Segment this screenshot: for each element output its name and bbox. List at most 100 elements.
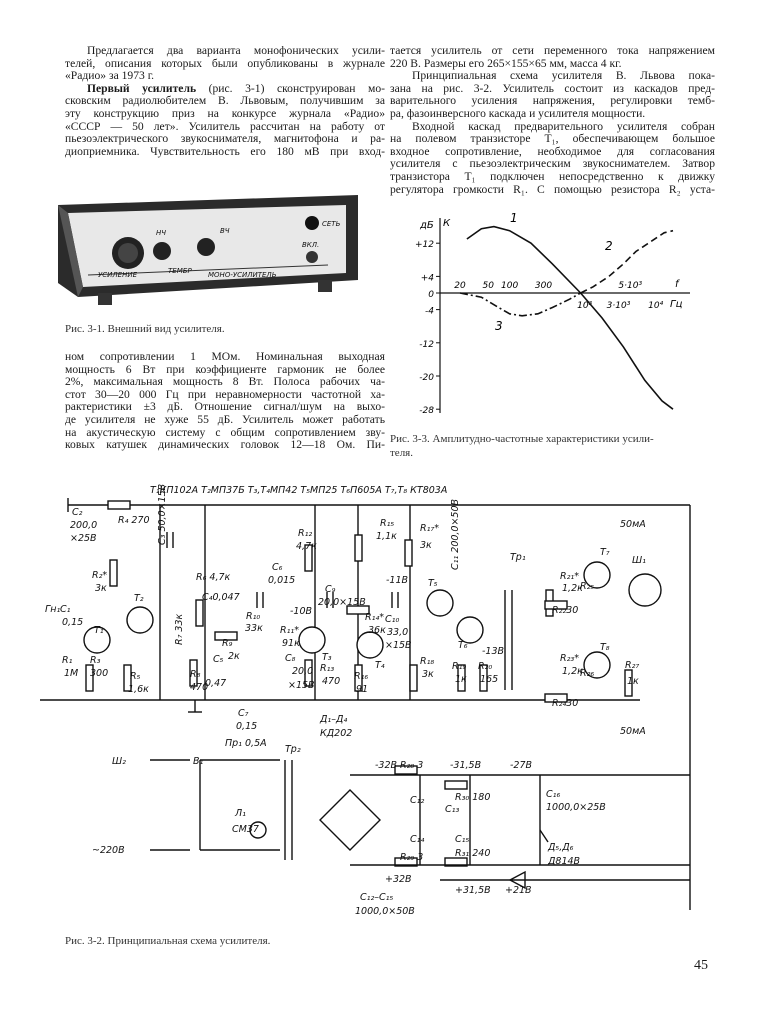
schematic-label: T₂ xyxy=(134,593,144,604)
schematic-label: 1,6к xyxy=(128,684,149,695)
schematic-label: T₁КП102А T₂МП37Б T₃,T₄МП42 T₅МП25 T₆П605… xyxy=(150,485,447,496)
schematic-label: C₁₂ xyxy=(410,795,424,806)
schematic-label: 1000,0×25В xyxy=(546,802,606,813)
schematic-label: -31,5В xyxy=(450,760,481,771)
photo-label: УСИЛЕНИЕ xyxy=(98,271,138,279)
schematic-label: T₇ xyxy=(600,547,610,558)
x-axis-label-hz: Гц xyxy=(670,299,683,310)
schematic-label: T₅ xyxy=(428,578,438,589)
schematic-label: R₅ xyxy=(130,671,141,682)
schematic-label: 0,15 xyxy=(62,617,83,628)
schematic-label: 3к xyxy=(420,540,432,551)
text-line: транзистора T₁ подключен непосредственно… xyxy=(390,170,715,183)
schematic-label: Ш₁ xyxy=(632,555,646,566)
schematic-label: R₁₉ xyxy=(452,661,466,672)
x-tick-label: 100 xyxy=(501,281,518,291)
schematic-label: R₂₁* xyxy=(560,571,579,582)
y-tick-label: +4 xyxy=(421,273,435,283)
schematic-label: 50мА xyxy=(620,726,646,737)
schematic-label: R₂₄30 xyxy=(552,698,578,709)
schematic-wiring xyxy=(40,498,691,910)
schematic-label: C₁₃ xyxy=(445,804,459,815)
x-axis-label-f: f xyxy=(675,279,680,290)
schematic-label: R₂₀ xyxy=(478,661,492,672)
photo-label: МОНО-УСИЛИТЕЛЬ xyxy=(208,271,277,279)
photo-label: ВКЛ. xyxy=(302,241,319,249)
schematic-label: 91 xyxy=(356,684,368,695)
schematic-label: Д₅,Д₆ xyxy=(547,842,574,853)
text-line: рактеристики ±3 дБ. Отношение сигнал/шум… xyxy=(65,401,385,414)
schematic-label: R₈ xyxy=(190,669,201,680)
schematic-label: 20,0 xyxy=(292,666,313,677)
schematic-label: -27В xyxy=(510,760,532,771)
schematic-label: R₁₂ xyxy=(298,528,312,539)
schematic-label: ×15В xyxy=(288,680,315,691)
text-line: «СССР — 50 лет». Усилитель рассчитан на … xyxy=(65,120,385,133)
text-line: регулятора громкости R₁. С помощью резис… xyxy=(390,183,715,196)
schematic-label: R₁₁* xyxy=(280,625,299,636)
schematic-label: Д814В xyxy=(547,856,580,867)
schematic-label: +21В xyxy=(505,885,532,896)
schematic-label: 33к xyxy=(245,623,263,634)
schematic-label: ×15В xyxy=(385,640,412,651)
schematic-label: R₂₃* xyxy=(560,653,579,664)
text-line: пьезоэлектрического звукоснимателя, магн… xyxy=(65,133,385,146)
schematic-label: 36к xyxy=(368,625,386,636)
schematic-label: 1М xyxy=(64,668,78,679)
schematic-label: C₁₄ xyxy=(410,834,424,845)
photo-label: СЕТЬ xyxy=(322,220,341,228)
text-line: мощность 6 Вт при коэффициенте гармоник … xyxy=(65,363,385,376)
schematic-label: Д₁–Д₄ xyxy=(319,714,347,725)
schematic-label: R₂₈ 3 xyxy=(400,760,423,771)
schematic-label: R₁₅ xyxy=(380,518,394,529)
schematic-label: 300 xyxy=(90,668,108,679)
text-line: диоприемника. Чувствительность его 180 м… xyxy=(65,145,385,158)
schematic-label: T₆ xyxy=(458,640,468,651)
caption-fig-3-1: Рис. 3-1. Внешний вид усилителя. xyxy=(65,323,225,335)
schematic-label: 33,0 xyxy=(387,627,408,638)
photo-label: ТЕМБР xyxy=(168,267,193,275)
schematic-label: C₃ 50,0×15В xyxy=(157,484,168,545)
schematic-label: R₃₁ 240 xyxy=(455,848,490,859)
series-label-2: 2 xyxy=(605,239,613,253)
left-column-top: Предлагается два варианта монофонических… xyxy=(65,45,385,158)
text-line: де усилителя не хуже 55 дБ. Усилитель мо… xyxy=(65,413,385,426)
y-axis-label: дБ xyxy=(419,220,434,231)
schematic-label: R₂₇ xyxy=(625,660,639,671)
page-number: 45 xyxy=(694,958,708,973)
schematic-label: R₁₇* xyxy=(420,523,439,534)
x-tick-label: 20 xyxy=(454,281,466,291)
schematic-label: 0,15 xyxy=(236,721,257,732)
text-line: сковским радиолюбителем В. Львовым, полу… xyxy=(65,95,385,108)
x-tick-label: 50 xyxy=(483,281,495,291)
schematic-label: R₁₆ xyxy=(354,671,368,682)
left-column-bottom: ном сопротивлении 1 МОм. Номинальная вых… xyxy=(65,351,385,452)
schematic-label: Тр₁ xyxy=(510,552,526,563)
schematic-label: 2к xyxy=(228,651,240,662)
schematic-label: R₆ 4,7к xyxy=(196,572,231,583)
schematic-label: R₁₈ xyxy=(420,656,434,667)
schematic-label: 1,2к xyxy=(562,583,583,594)
schematic-label: 0,015 xyxy=(268,575,295,586)
text-line: ра, фазоинверсного каскада и усилителя м… xyxy=(390,107,646,120)
schematic-label: СМ37 xyxy=(232,824,259,835)
schematic-label: 1,2к xyxy=(562,666,583,677)
text-line: ковых катушек динамических головок 12—18… xyxy=(65,439,385,452)
schematic-label: 3к xyxy=(422,669,434,680)
schematic-label: Ш₂ xyxy=(112,756,126,767)
schematic-label: R₂₆ xyxy=(580,668,594,679)
schematic-label: 470 xyxy=(322,676,340,687)
text-line: на полевом транзисторе T₁, обеспечивающе… xyxy=(390,133,715,146)
caption-fig-3-3: Рис. 3-3. Амплитудно-частотные характери… xyxy=(390,433,654,459)
text-line: зана на рис. 3-2. Усилитель состоит из к… xyxy=(390,82,715,95)
schematic-label: C₁₁ 200,0×50В xyxy=(450,499,461,570)
schematic-label: 1,1к xyxy=(376,531,397,542)
schematic-label: T₃ xyxy=(322,652,332,663)
schematic-label: -11В xyxy=(386,575,408,586)
schematic-label: 165 xyxy=(480,674,498,685)
text-line: усилителя с пьезоэлектрическим звукосним… xyxy=(390,158,715,171)
text-line: ном сопротивлении 1 МОм. Номинальная вых… xyxy=(65,351,385,363)
schematic-label: R₃ xyxy=(90,655,101,666)
schematic-label: R₁ xyxy=(62,655,73,666)
